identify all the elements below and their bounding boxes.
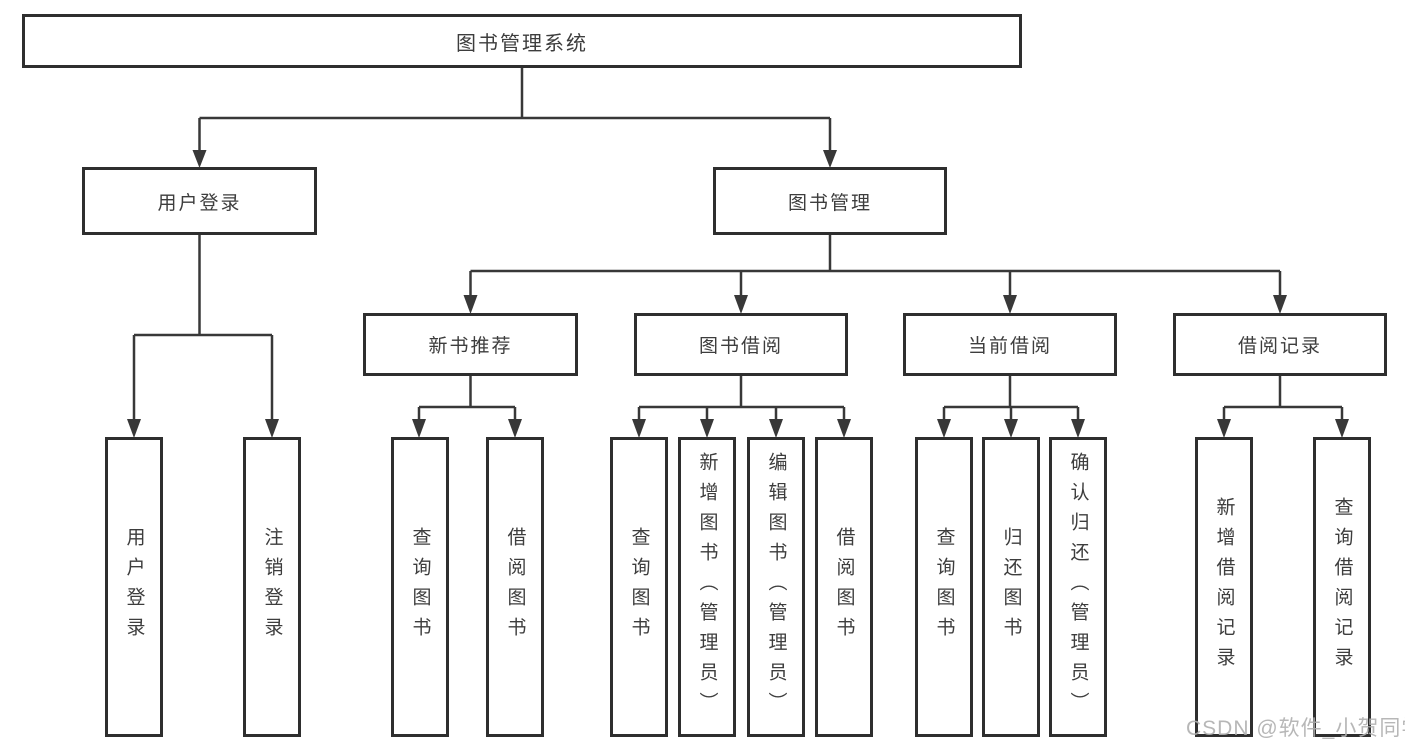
leaf-confirm-return-admin: 确认归还（管理员） [1049, 437, 1107, 737]
arrow-down-icon [1273, 295, 1287, 314]
arrow-down-icon [265, 419, 279, 438]
leaf-edit-book-admin: 编辑图书（管理员） [747, 437, 805, 737]
connector-borrow-to-leaves [637, 376, 846, 420]
arrow-down-icon [192, 150, 207, 168]
node-new-book-recommend: 新书推荐 [363, 313, 578, 376]
connector-recommend-to-leaves [417, 376, 517, 420]
leaf-query-books-recommend: 查询图书 [391, 437, 449, 737]
csdn-watermark: CSDN @软件_小贺同学 [1186, 717, 1405, 740]
arrow-down-icon [632, 419, 646, 438]
arrow-down-icon [1004, 419, 1018, 438]
arrow-down-icon [1071, 419, 1085, 438]
leaf-return-book: 归还图书 [982, 437, 1040, 737]
leaf-add-borrow-record: 新增借阅记录 [1195, 437, 1253, 737]
connector-userlogin-to-leaves [132, 235, 274, 420]
connector-current-to-leaves [942, 375, 1080, 420]
arrow-down-icon [412, 419, 426, 438]
leaf-query-books-current: 查询图书 [915, 437, 973, 737]
node-book-borrowing: 图书借阅 [634, 313, 848, 376]
leaf-borrow-books-recommend: 借阅图书 [486, 437, 544, 737]
arrow-down-icon [1003, 295, 1017, 314]
node-library-management-system: 图书管理系统 [22, 14, 1022, 68]
node-book-management: 图书管理 [713, 167, 947, 235]
leaf-user-login: 用户登录 [105, 437, 163, 737]
arrowheads [127, 150, 1349, 438]
leaf-logout: 注销登录 [243, 437, 301, 737]
node-borrowing-records: 借阅记录 [1173, 313, 1387, 376]
leaf-add-book-admin: 新增图书（管理员） [678, 437, 736, 737]
node-user-login-group: 用户登录 [82, 167, 317, 235]
connector-records-to-leaves [1222, 375, 1344, 420]
arrow-down-icon [463, 295, 478, 314]
arrow-down-icon [937, 419, 951, 438]
connector-root-to-level2 [198, 68, 832, 151]
node-current-borrowing: 当前借阅 [903, 313, 1117, 376]
arrow-down-icon [769, 419, 783, 438]
arrow-down-icon [734, 295, 748, 314]
leaf-query-borrow-record: 查询借阅记录 [1313, 437, 1371, 737]
arrow-down-icon [823, 150, 837, 168]
arrow-down-icon [127, 419, 141, 438]
arrow-down-icon [1217, 419, 1231, 438]
arrow-down-icon [837, 419, 851, 438]
leaf-query-books-borrowing: 查询图书 [610, 437, 668, 737]
arrow-down-icon [700, 419, 714, 438]
arrow-down-icon [508, 419, 522, 438]
connector-bookmgmt-to-level3 [469, 235, 1282, 296]
leaf-borrow-books-borrowing: 借阅图书 [815, 437, 873, 737]
arrow-down-icon [1335, 419, 1349, 438]
